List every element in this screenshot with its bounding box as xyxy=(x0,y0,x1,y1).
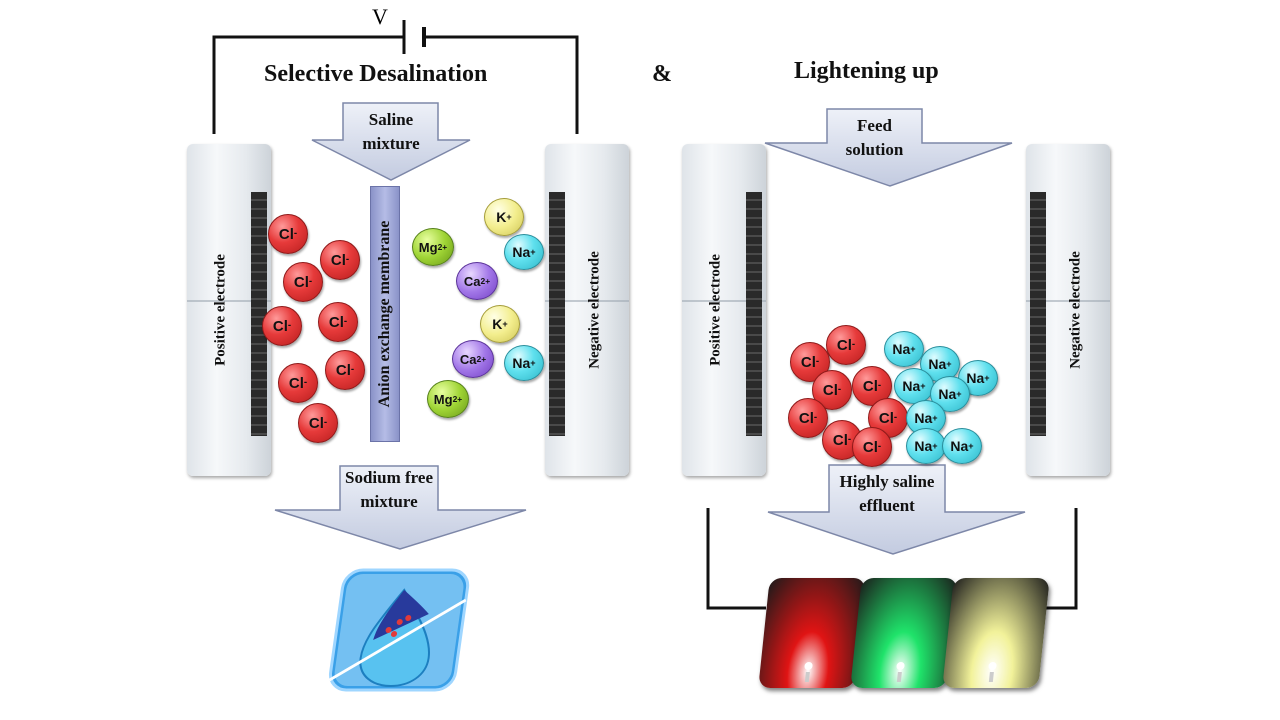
cl-ion: Cl- xyxy=(826,325,866,365)
outlet-label: Highly saline effluent xyxy=(839,472,935,515)
voltage-label: V xyxy=(372,4,388,29)
positive-electrode: Positive electrode xyxy=(187,144,271,476)
led-bulb xyxy=(896,662,905,670)
led-wire xyxy=(706,508,766,610)
led-red xyxy=(758,578,866,688)
inlet-arrow xyxy=(764,108,1013,187)
k-ion: K+ xyxy=(480,305,520,343)
electrode-label: Negative electrode xyxy=(1067,251,1084,369)
cl-ion: Cl- xyxy=(283,262,323,302)
na-ion: Na+ xyxy=(504,234,544,270)
cl-ion: Cl- xyxy=(852,366,892,406)
cl-ion: Cl- xyxy=(262,306,302,346)
cl-ion: Cl- xyxy=(278,363,318,403)
led-leg xyxy=(804,672,810,682)
led-wire xyxy=(1044,508,1078,610)
cl-ion: Cl- xyxy=(320,240,360,280)
cl-ion: Cl- xyxy=(788,398,828,438)
membrane-label: Anion exchange membrane xyxy=(376,220,393,408)
led-leg xyxy=(988,672,994,682)
led-green xyxy=(850,578,958,688)
na-ion: Na+ xyxy=(942,428,982,464)
outlet-arrow xyxy=(767,464,1026,555)
circuit-wire xyxy=(212,35,404,134)
electrode-label: Positive electrode xyxy=(212,254,229,366)
led-bulb xyxy=(804,662,813,670)
cl-ion: Cl- xyxy=(298,403,338,443)
negative-electrode: Negative electrode xyxy=(545,144,629,476)
negative-electrode: Negative electrode xyxy=(1026,144,1110,476)
led-bulb xyxy=(988,662,997,670)
inlet-arrow xyxy=(311,102,471,181)
cl-ion: Cl- xyxy=(812,370,852,410)
led-yellow xyxy=(942,578,1050,688)
positive-electrode: Positive electrode xyxy=(682,144,766,476)
na-ion: Na+ xyxy=(894,368,934,404)
cl-ion: Cl- xyxy=(318,302,358,342)
cl-ion: Cl- xyxy=(852,427,892,467)
cl-ion: Cl- xyxy=(325,350,365,390)
k-ion: K+ xyxy=(484,198,524,236)
electrode-label: Negative electrode xyxy=(586,251,603,369)
outlet-arrow xyxy=(274,465,527,550)
led-leg xyxy=(896,672,902,682)
electrode-label: Positive electrode xyxy=(707,254,724,366)
circuit-wire xyxy=(424,35,579,134)
left-title: Selective Desalination xyxy=(264,61,488,87)
na-ion: Na+ xyxy=(884,331,924,367)
outlet-label: Sodium free mixture xyxy=(345,468,433,511)
droplet-icon xyxy=(328,568,470,692)
na-ion: Na+ xyxy=(906,428,946,464)
right-title: Lightening up xyxy=(794,58,939,84)
inlet-label: Feed solution xyxy=(845,116,904,159)
anion-exchange-membrane: Anion exchange membrane xyxy=(370,186,400,442)
inlet-label: Saline mixture xyxy=(362,110,420,153)
na-ion: Na+ xyxy=(504,345,544,381)
connector-ampersand: & xyxy=(652,61,672,87)
cl-ion: Cl- xyxy=(268,214,308,254)
